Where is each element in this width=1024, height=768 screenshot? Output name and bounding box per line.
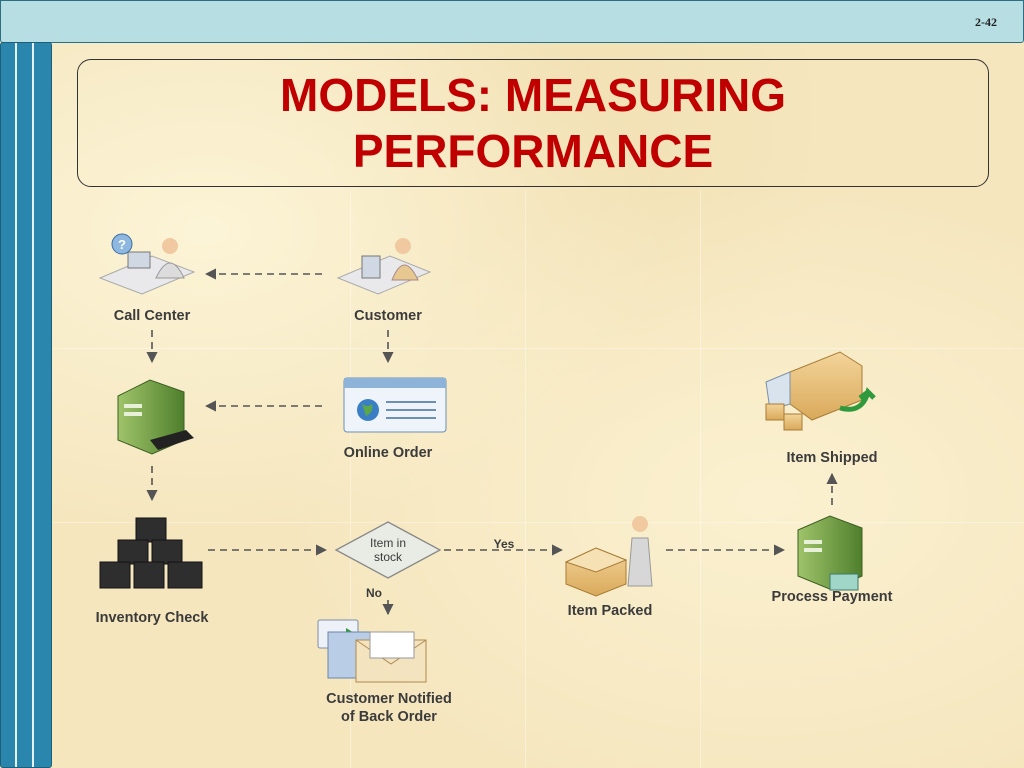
customer-icon	[336, 238, 432, 295]
grid-line	[52, 522, 1024, 523]
item-packed-label: Item Packed	[567, 603, 653, 619]
title-box: MODELS: MEASURING PERFORMANCE	[77, 59, 989, 187]
online-order-label: Online Order	[343, 445, 433, 461]
online-order-icon	[343, 377, 447, 433]
back-order-label-line-1: Customer Notified	[326, 691, 452, 707]
yes-label: Yes	[493, 537, 515, 551]
decision-label: Item in stock	[348, 536, 428, 564]
item-packed-icon	[564, 516, 653, 597]
grid-line	[52, 348, 1024, 349]
grid-line	[350, 190, 351, 768]
left-sidebar	[0, 42, 52, 768]
payment-server-icon	[797, 515, 863, 591]
top-bar: 2-42	[0, 0, 1024, 43]
slide-title: MODELS: MEASURING PERFORMANCE	[280, 67, 786, 179]
inventory-boxes-icon	[99, 517, 203, 589]
decision-label-line-1: Item in	[369, 536, 406, 550]
call-center-label: Call Center	[113, 308, 191, 324]
grid-line	[700, 190, 701, 768]
call-center-icon: ?	[98, 233, 196, 295]
arrows	[146, 268, 838, 616]
back-order-label: Customer Notified of Back Order	[300, 690, 478, 726]
decision-diamond	[334, 521, 442, 579]
item-shipped-label: Item Shipped	[786, 450, 878, 466]
sidebar-stripe	[32, 43, 34, 767]
customer-label: Customer	[354, 308, 422, 324]
inventory-check-label: Inventory Check	[95, 610, 209, 626]
title-line-2: PERFORMANCE	[352, 125, 714, 177]
slide-number: 2-42	[975, 15, 997, 29]
no-label: No	[366, 586, 382, 600]
back-order-envelope-icon	[317, 619, 427, 683]
decision-label-line-2: stock	[373, 550, 402, 564]
process-payment-label: Process Payment	[771, 589, 893, 605]
svg-text:?: ?	[118, 237, 126, 252]
title-line-1: MODELS: MEASURING	[280, 69, 786, 121]
sidebar-stripe	[15, 43, 17, 767]
server-icon	[117, 379, 194, 455]
delivery-truck-icon	[765, 351, 876, 431]
grid-line	[525, 190, 526, 768]
back-order-label-line-2: of Back Order	[341, 709, 437, 725]
